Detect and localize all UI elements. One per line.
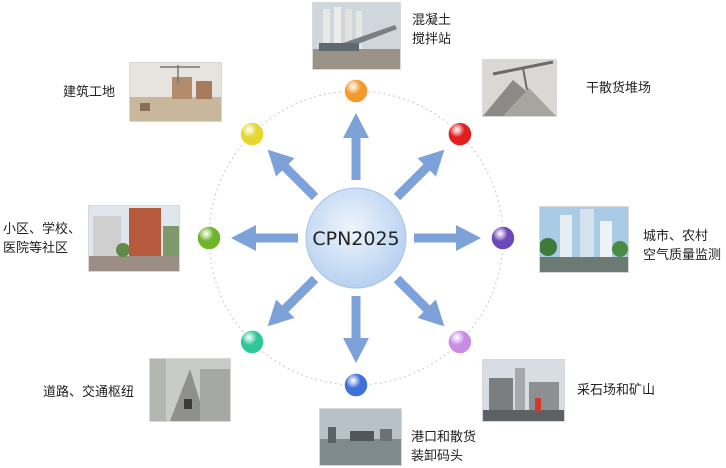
arrow-residential-school-hospital (231, 225, 298, 251)
label-road-traffic-hub: 道路、交通枢纽 (43, 385, 135, 400)
dot-road-traffic-hub (239, 329, 265, 355)
port-photo (320, 409, 401, 465)
center-label: CPN2025 (312, 228, 399, 250)
construction-site-photo (130, 63, 221, 121)
dot-quarry-and-mine (447, 329, 473, 355)
dot-bulk-cargo-yard (447, 121, 473, 147)
dot-port-bulk-loading (343, 372, 369, 398)
arrow-port-bulk-loading (343, 296, 369, 363)
dot-construction-site (239, 121, 265, 147)
arrows-group (231, 113, 481, 363)
residential-photo (89, 206, 179, 271)
label-concrete-mixing-station: 混凝土搅拌站 (412, 13, 452, 47)
quarry-photo (483, 360, 564, 421)
arrow-bulk-cargo-yard (393, 149, 445, 201)
center-hub-circle (305, 187, 407, 289)
label-urban-rural-air-monitoring: 城市、农村空气质量监测 (643, 229, 722, 263)
arrow-concrete-mixing-station (343, 113, 369, 180)
label-port-bulk-loading: 港口和散货装卸码头 (411, 430, 477, 464)
dot-urban-rural-air-monitoring (490, 225, 516, 251)
dot-residential-school-hospital (196, 225, 222, 251)
city-skyline-photo (540, 207, 628, 272)
arrow-quarry-and-mine (393, 275, 445, 327)
label-quarry-and-mine: 采石场和矿山 (577, 383, 656, 398)
arrow-construction-site (267, 149, 319, 201)
bulk-cargo-pile-photo (483, 60, 556, 116)
node-dots-group (196, 78, 516, 398)
label-construction-site: 建筑工地 (63, 85, 116, 100)
arrow-urban-rural-air-monitoring (414, 225, 481, 251)
arrow-road-traffic-hub (267, 275, 319, 327)
label-bulk-cargo-yard: 干散货堆场 (586, 81, 652, 96)
concrete-plant-photo (313, 3, 400, 69)
dot-concrete-mixing-station (343, 78, 369, 104)
label-residential-school-hospital: 小区、学校、医院等社区 (3, 222, 82, 256)
road-traffic-photo (150, 359, 230, 421)
